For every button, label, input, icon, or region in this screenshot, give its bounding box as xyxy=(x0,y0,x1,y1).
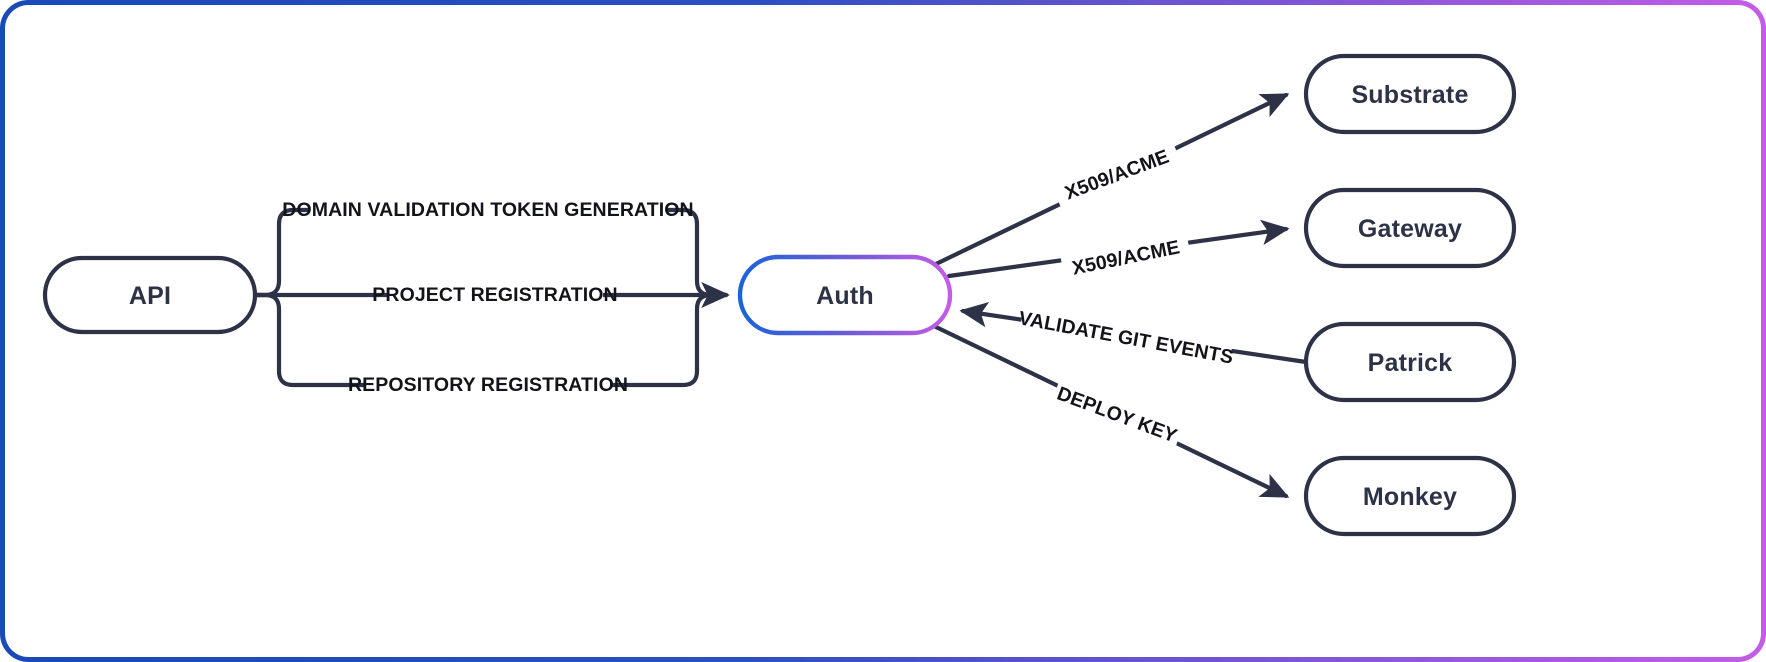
node-gateway-label: Gateway xyxy=(1358,215,1462,243)
edge-label-bg xyxy=(1019,305,1233,371)
edge-label-project-registration: PROJECT REGISTRATION xyxy=(372,284,617,306)
node-patrick-label: Patrick xyxy=(1368,349,1453,377)
node-patrick-shape[interactable] xyxy=(1303,321,1517,403)
node-auth[interactable]: Auth xyxy=(737,254,953,336)
node-gateway-shape[interactable] xyxy=(1303,187,1517,269)
edge-label-bg xyxy=(1060,232,1192,284)
edge-label-bg xyxy=(1052,140,1182,210)
edge-label-bg xyxy=(387,282,603,308)
edge-label-repository-registration: REPOSITORY REGISTRATION xyxy=(348,374,628,396)
node-patrick[interactable]: Patrick xyxy=(1303,321,1517,403)
node-gateway[interactable]: Gateway xyxy=(1303,187,1517,269)
node-auth-label: Auth xyxy=(816,282,874,310)
edge-label-bg xyxy=(310,197,666,223)
node-auth-shape[interactable] xyxy=(737,254,953,336)
node-substrate[interactable]: Substrate xyxy=(1303,53,1517,135)
node-substrate-label: Substrate xyxy=(1351,81,1468,109)
node-monkey[interactable]: Monkey xyxy=(1303,455,1517,537)
edge-label-bg xyxy=(1050,379,1184,451)
edge-label-bg xyxy=(366,372,610,398)
node-api[interactable]: API xyxy=(42,255,258,335)
edge-label-domain-validation-token-generation: DOMAIN VALIDATION TOKEN GENERATION xyxy=(282,199,693,221)
node-substrate-shape[interactable] xyxy=(1303,53,1517,135)
node-api-label: API xyxy=(129,282,171,310)
node-api-shape[interactable] xyxy=(42,255,258,335)
node-monkey-label: Monkey xyxy=(1363,483,1457,511)
node-monkey-shape[interactable] xyxy=(1303,455,1517,537)
